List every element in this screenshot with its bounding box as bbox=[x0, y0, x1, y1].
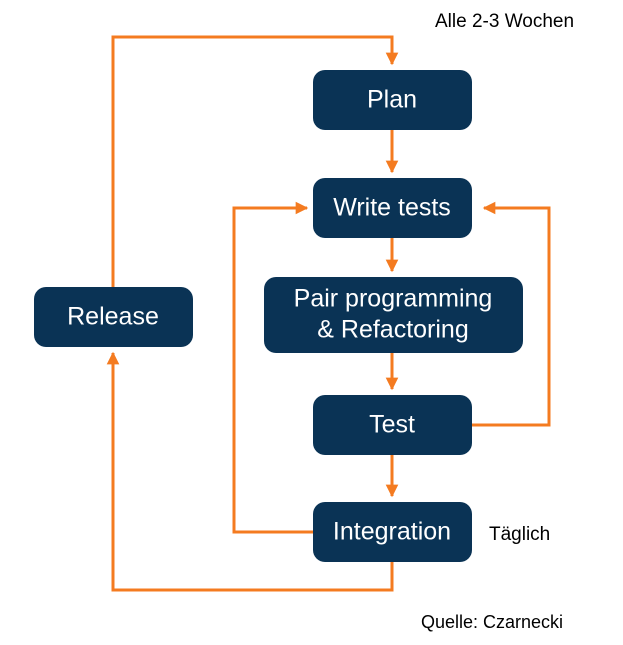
node-integration-label: Integration bbox=[333, 518, 451, 546]
connector-release-to-plan bbox=[111, 35, 399, 287]
node-pair-programming-box[interactable] bbox=[264, 277, 523, 353]
node-write-tests-box[interactable] bbox=[313, 178, 472, 238]
node-pair-programming-label-line2: & Refactoring bbox=[317, 316, 468, 344]
node-test-box[interactable] bbox=[313, 395, 472, 455]
connector-test-to-write-tests-feedback bbox=[472, 201, 551, 427]
node-pair-programming[interactable]: Pair programming & Refactoring bbox=[264, 277, 523, 353]
node-write-tests-label: Write tests bbox=[333, 194, 451, 222]
node-plan[interactable]: Plan bbox=[313, 70, 472, 130]
node-write-tests[interactable]: Write tests bbox=[313, 178, 472, 238]
node-integration-box[interactable] bbox=[313, 502, 472, 562]
node-release-label: Release bbox=[67, 303, 159, 331]
connector-layer bbox=[106, 35, 551, 592]
node-pair-programming-label-line1: Pair programming bbox=[294, 285, 493, 313]
node-plan-box[interactable] bbox=[313, 70, 472, 130]
node-release-box[interactable] bbox=[34, 287, 193, 347]
connector-integration-to-release bbox=[106, 351, 394, 592]
node-release[interactable]: Release bbox=[34, 287, 193, 347]
node-test-label: Test bbox=[369, 411, 415, 439]
node-test[interactable]: Test bbox=[313, 395, 472, 455]
connector-integration-to-write-tests-feedback bbox=[232, 201, 313, 534]
node-plan-label: Plan bbox=[367, 86, 417, 114]
annotation-integration-cadence: Täglich bbox=[489, 524, 550, 545]
source-caption: Quelle: Czarnecki bbox=[421, 612, 563, 632]
node-integration[interactable]: Integration bbox=[313, 502, 472, 562]
annotation-iteration-cadence: Alle 2-3 Wochen bbox=[435, 11, 574, 32]
